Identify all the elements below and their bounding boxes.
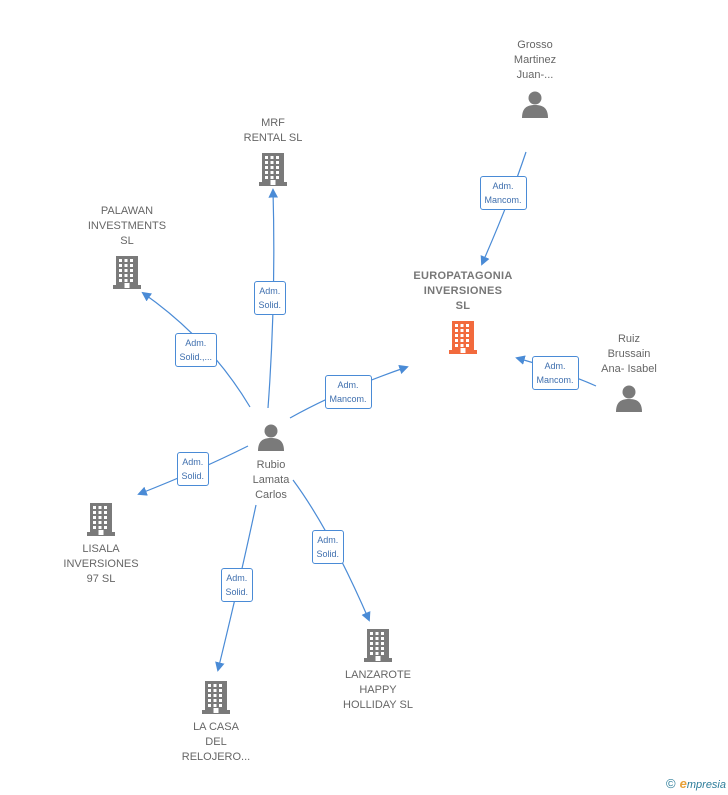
node-label-line: LISALA bbox=[82, 543, 120, 555]
footer-brand: ©empresia bbox=[666, 776, 726, 791]
edge-label-line: Mancom. bbox=[484, 195, 522, 205]
edge-label-line: Adm. bbox=[226, 573, 248, 583]
building-icon[interactable] bbox=[201, 680, 231, 719]
edge-label-rubio-to-lacasa[interactable]: Adm. Solid. bbox=[220, 568, 254, 602]
edge-label-line: Adm. bbox=[544, 361, 566, 371]
node-label-line: EUROPATAGONIA bbox=[413, 270, 513, 282]
node-label-line: RELOJERO... bbox=[181, 751, 251, 763]
node-label-line: Rubio bbox=[256, 459, 286, 471]
node-label-palawan[interactable]: PALAWAN INVESTMENTS SL bbox=[57, 204, 197, 249]
node-label-lisala[interactable]: LISALA INVERSIONES 97 SL bbox=[31, 542, 171, 587]
edge-label-line: Adm. bbox=[259, 286, 281, 296]
edge-label-line: Solid. bbox=[225, 587, 249, 597]
edge-label-rubio-to-palawan[interactable]: Adm. Solid.,... bbox=[174, 333, 218, 367]
edge-label-rubio-to-lisala[interactable]: Adm. Solid. bbox=[176, 452, 210, 486]
edge-label-grosso-to-europatagonia[interactable]: Adm. Mancom. bbox=[479, 176, 527, 210]
person-icon[interactable] bbox=[614, 383, 644, 418]
person-icon[interactable] bbox=[520, 89, 550, 124]
node-label-line: HOLLIDAY SL bbox=[343, 699, 413, 711]
node-label-line: Carlos bbox=[255, 489, 287, 501]
edge-label-line: Adm. bbox=[182, 457, 204, 467]
node-label-line: 97 SL bbox=[86, 573, 116, 585]
edge-label-rubio-to-mrf[interactable]: Adm. Solid. bbox=[253, 281, 287, 315]
edge-label-line: Adm. bbox=[185, 338, 207, 348]
brand-name: mpresia bbox=[686, 779, 726, 791]
node-label-line: Ana- Isabel bbox=[601, 363, 657, 375]
node-label-line: MRF bbox=[261, 117, 285, 129]
node-label-line: INVERSIONES bbox=[423, 285, 503, 297]
edge-label-rubio-to-lanzarote[interactable]: Adm. Solid. bbox=[311, 530, 345, 564]
building-icon[interactable] bbox=[448, 320, 478, 359]
building-icon[interactable] bbox=[112, 255, 142, 294]
node-label-line: LANZAROTE bbox=[344, 669, 411, 681]
node-label-line: SL bbox=[455, 300, 471, 312]
edge-label-line: Solid. bbox=[258, 300, 282, 310]
node-label-lanzarote[interactable]: LANZAROTE HAPPY HOLLIDAY SL bbox=[308, 668, 448, 713]
copyright-symbol: © bbox=[666, 776, 676, 791]
building-icon[interactable] bbox=[86, 502, 116, 541]
node-label-line: LA CASA bbox=[193, 721, 239, 733]
node-label-lacasa[interactable]: LA CASA DEL RELOJERO... bbox=[146, 720, 286, 765]
edge-label-line: Solid. bbox=[181, 471, 205, 481]
building-icon[interactable] bbox=[258, 152, 288, 191]
node-label-line: Brussain bbox=[607, 348, 651, 360]
node-label-line: HAPPY bbox=[359, 684, 397, 696]
edge-label-line: Solid.,... bbox=[179, 352, 213, 362]
node-label-line: INVESTMENTS bbox=[87, 220, 167, 232]
person-icon[interactable] bbox=[256, 422, 286, 457]
node-label-line: PALAWAN bbox=[100, 205, 154, 217]
node-label-line: INVERSIONES bbox=[63, 558, 139, 570]
node-label-line: Lamata bbox=[252, 474, 290, 486]
edge-label-line: Mancom. bbox=[329, 394, 367, 404]
node-label-line: Juan-... bbox=[516, 69, 554, 81]
node-label-line: DEL bbox=[205, 736, 227, 748]
building-icon[interactable] bbox=[363, 628, 393, 667]
node-label-line: Martinez bbox=[513, 54, 557, 66]
node-label-europatagonia[interactable]: EUROPATAGONIA INVERSIONES SL bbox=[393, 269, 533, 314]
node-label-line: SL bbox=[120, 235, 134, 247]
edge-label-line: Adm. bbox=[337, 380, 359, 390]
node-label-line: RENTAL SL bbox=[243, 132, 303, 144]
node-label-line: Ruiz bbox=[617, 333, 640, 345]
node-label-mrf[interactable]: MRF RENTAL SL bbox=[203, 116, 343, 146]
brand-initial: e bbox=[679, 776, 687, 791]
edge-label-line: Adm. bbox=[492, 181, 514, 191]
edge-label-line: Mancom. bbox=[536, 375, 574, 385]
edge-label-line: Adm. bbox=[317, 535, 339, 545]
edge-label-rubio-to-europatagonia[interactable]: Adm. Mancom. bbox=[324, 375, 372, 409]
edge-label-ruiz-to-europatagonia[interactable]: Adm. Mancom. bbox=[531, 356, 579, 390]
edge-label-line: Solid. bbox=[316, 549, 340, 559]
node-label-line: Grosso bbox=[517, 39, 553, 51]
